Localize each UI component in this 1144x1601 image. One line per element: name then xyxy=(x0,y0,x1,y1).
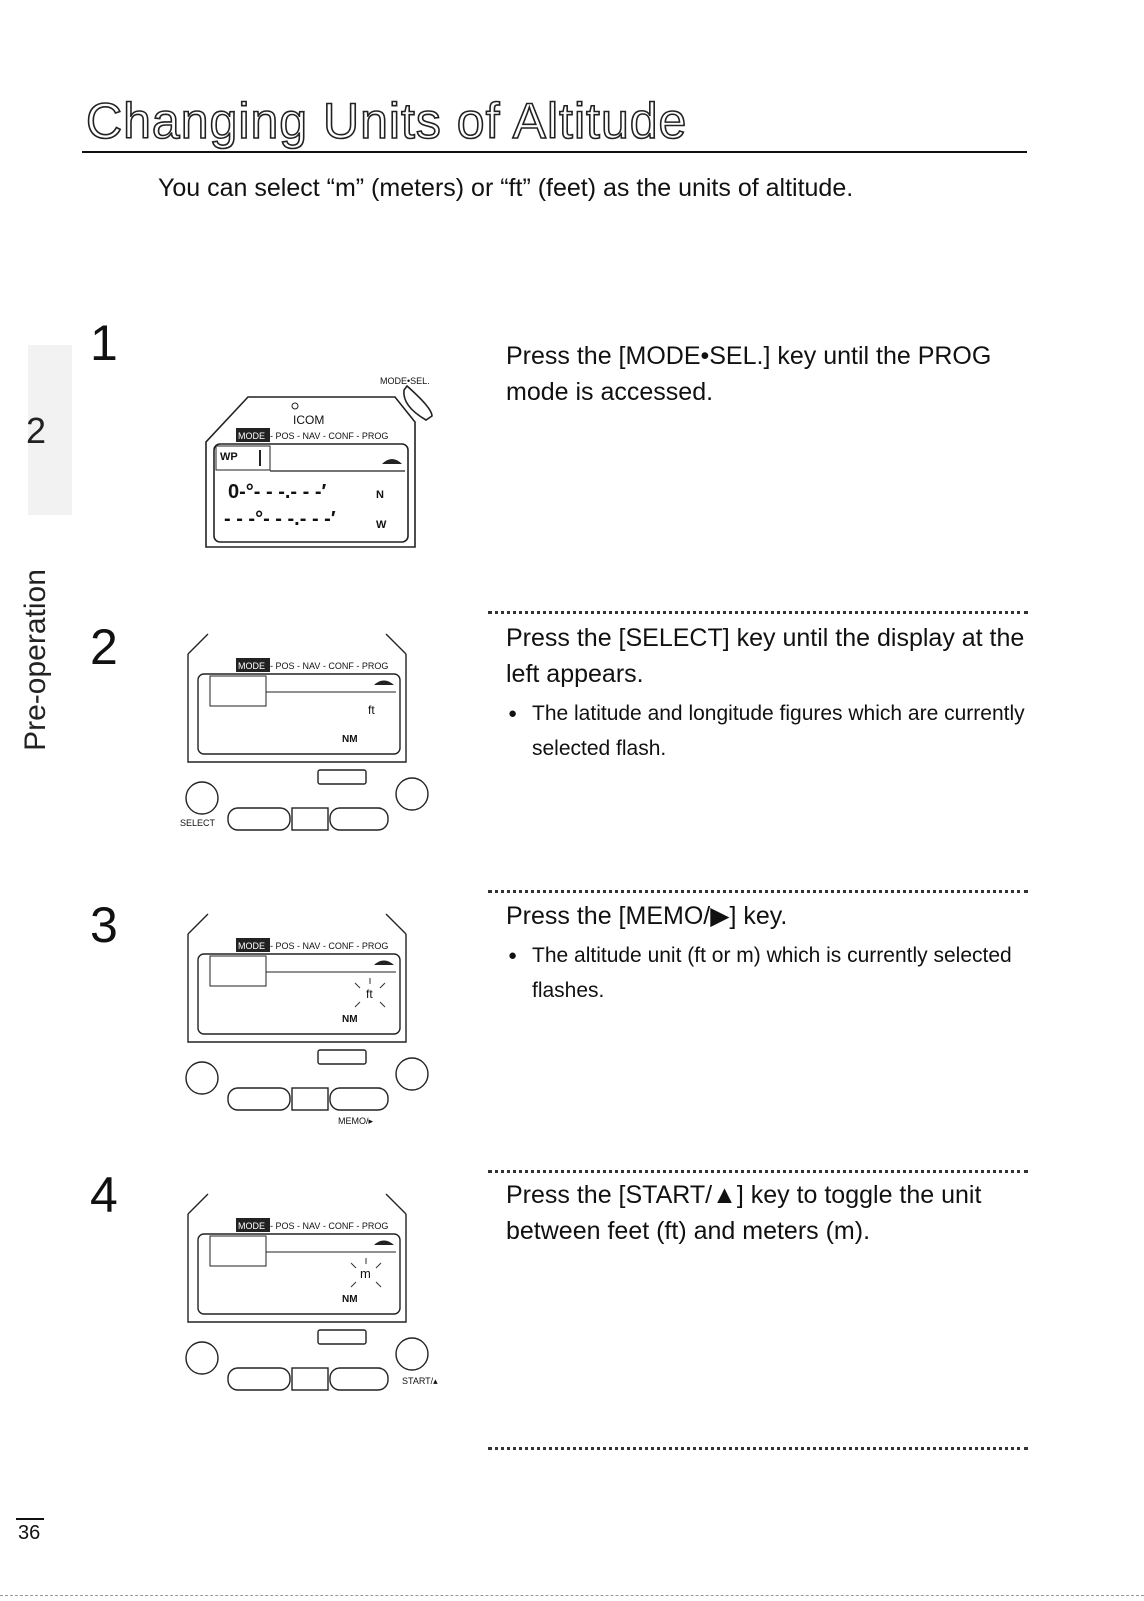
right-round-key[interactable] xyxy=(395,1057,429,1091)
step-1-instruction: Press the [MODE•SEL.] key until the PROG… xyxy=(506,338,1026,410)
page-number-rule xyxy=(16,1518,44,1520)
step-3-bullet: The altitude unit (ft or m) which is cur… xyxy=(506,938,1026,1008)
step-4-text: Press the [START/▲] key to toggle the un… xyxy=(506,1181,982,1245)
center-key[interactable] xyxy=(317,1329,367,1345)
step-4-device-illustration: MODE - POS - NAV - CONF - PROG m NM STAR… xyxy=(185,1193,438,1391)
flash-icon xyxy=(354,978,386,1008)
select-key[interactable] xyxy=(185,781,219,815)
mode-badge-text: MODE xyxy=(238,431,265,441)
cloud-icon xyxy=(374,680,394,685)
flash-icon xyxy=(350,1258,382,1288)
step-2-divider xyxy=(488,890,1028,893)
step-3-divider xyxy=(488,1170,1028,1173)
section-label: Pre-operation xyxy=(19,569,52,751)
footer-rule xyxy=(0,1595,1144,1596)
mode-badge xyxy=(236,658,270,672)
mode-badge-text: MODE xyxy=(238,1221,265,1231)
memo-key[interactable] xyxy=(329,807,389,831)
cloud-icon xyxy=(374,960,394,965)
start-key-label: START/▴ xyxy=(402,1376,438,1386)
memo-key[interactable] xyxy=(329,1367,389,1391)
wp-label: WP xyxy=(220,451,238,463)
step-1-device-illustration: MODE•SEL. ICOM MODE - POS - NAV - CONF -… xyxy=(205,376,433,548)
unit-nm: NM xyxy=(342,734,358,745)
mode-badge xyxy=(236,1218,270,1232)
step-2-device-illustration: MODE - POS - NAV - CONF - PROG ft NM SEL… xyxy=(180,633,429,831)
unit-m-flashing: m xyxy=(360,1266,371,1281)
brand-label: ICOM xyxy=(293,413,324,427)
memo-key[interactable] xyxy=(329,1087,389,1111)
step-3-device-illustration: MODE - POS - NAV - CONF - PROG ft NM MEM… xyxy=(185,913,429,1126)
unit-ft: ft xyxy=(368,703,375,717)
mode-badge-text: MODE xyxy=(238,661,265,671)
select-key[interactable] xyxy=(185,1061,219,1095)
step-4-divider xyxy=(488,1447,1028,1450)
cloud-icon xyxy=(382,459,402,464)
step-4-number: 4 xyxy=(90,1167,118,1223)
north-indicator: N xyxy=(376,489,384,501)
right-round-key[interactable] xyxy=(395,777,429,811)
unit-nm: NM xyxy=(342,1294,358,1305)
middle-key[interactable] xyxy=(291,1367,329,1391)
mode-badge xyxy=(236,428,270,442)
page-number: 36 xyxy=(18,1522,41,1544)
unit-nm: NM xyxy=(342,1014,358,1025)
memo-key-label: MEMO/▸ xyxy=(338,1116,373,1126)
unit-ft-flashing: ft xyxy=(366,987,373,1001)
left-key[interactable] xyxy=(227,1367,291,1391)
left-key[interactable] xyxy=(227,1087,291,1111)
step-2-instruction: Press the [SELECT] key until the display… xyxy=(506,620,1026,766)
mode-sel-key[interactable] xyxy=(403,384,433,421)
mode-list: - POS - NAV - CONF - PROG xyxy=(270,431,388,441)
title-rule xyxy=(82,151,1027,153)
step-2-bullet: The latitude and longitude figures which… xyxy=(506,696,1026,766)
section-tab: Pre-operation xyxy=(18,560,54,760)
step-3-instruction: Press the [MEMO/▶] key. The altitude uni… xyxy=(506,898,1026,1008)
longitude-readout: - - -°- - -.- - -′ xyxy=(224,508,336,530)
step-3-number: 3 xyxy=(90,897,118,953)
section-number: 2 xyxy=(26,410,47,451)
step-2-text: Press the [SELECT] key until the display… xyxy=(506,624,1025,688)
select-key[interactable] xyxy=(185,1341,219,1375)
mode-badge xyxy=(236,938,270,952)
start-key[interactable] xyxy=(395,1337,429,1371)
step-4-instruction: Press the [START/▲] key to toggle the un… xyxy=(506,1177,1026,1249)
step-1-text: Press the [MODE•SEL.] key until the PROG… xyxy=(506,342,992,406)
mode-list: - POS - NAV - CONF - PROG xyxy=(270,1221,388,1231)
middle-key[interactable] xyxy=(291,807,329,831)
west-indicator: W xyxy=(376,519,387,531)
select-key-label: SELECT xyxy=(180,818,216,828)
mode-list: - POS - NAV - CONF - PROG xyxy=(270,941,388,951)
center-key[interactable] xyxy=(317,769,367,785)
middle-key[interactable] xyxy=(291,1087,329,1111)
mode-sel-key-label: MODE•SEL. xyxy=(380,376,430,386)
side-tab-shade xyxy=(28,345,72,515)
step-1-divider xyxy=(488,611,1028,614)
mode-list: - POS - NAV - CONF - PROG xyxy=(270,661,388,671)
page-title: Changing Units of Altitude xyxy=(85,92,688,150)
left-key[interactable] xyxy=(227,807,291,831)
step-1-number: 1 xyxy=(90,315,118,371)
mode-badge-text: MODE xyxy=(238,941,265,951)
cloud-icon xyxy=(374,1240,394,1245)
step-2-number: 2 xyxy=(90,619,118,675)
center-key[interactable] xyxy=(317,1049,367,1065)
intro-text: You can select “m” (meters) or “ft” (fee… xyxy=(158,174,854,202)
latitude-readout: 0-°- - -.- - -′ xyxy=(228,481,327,503)
step-3-text: Press the [MEMO/▶] key. xyxy=(506,902,788,930)
